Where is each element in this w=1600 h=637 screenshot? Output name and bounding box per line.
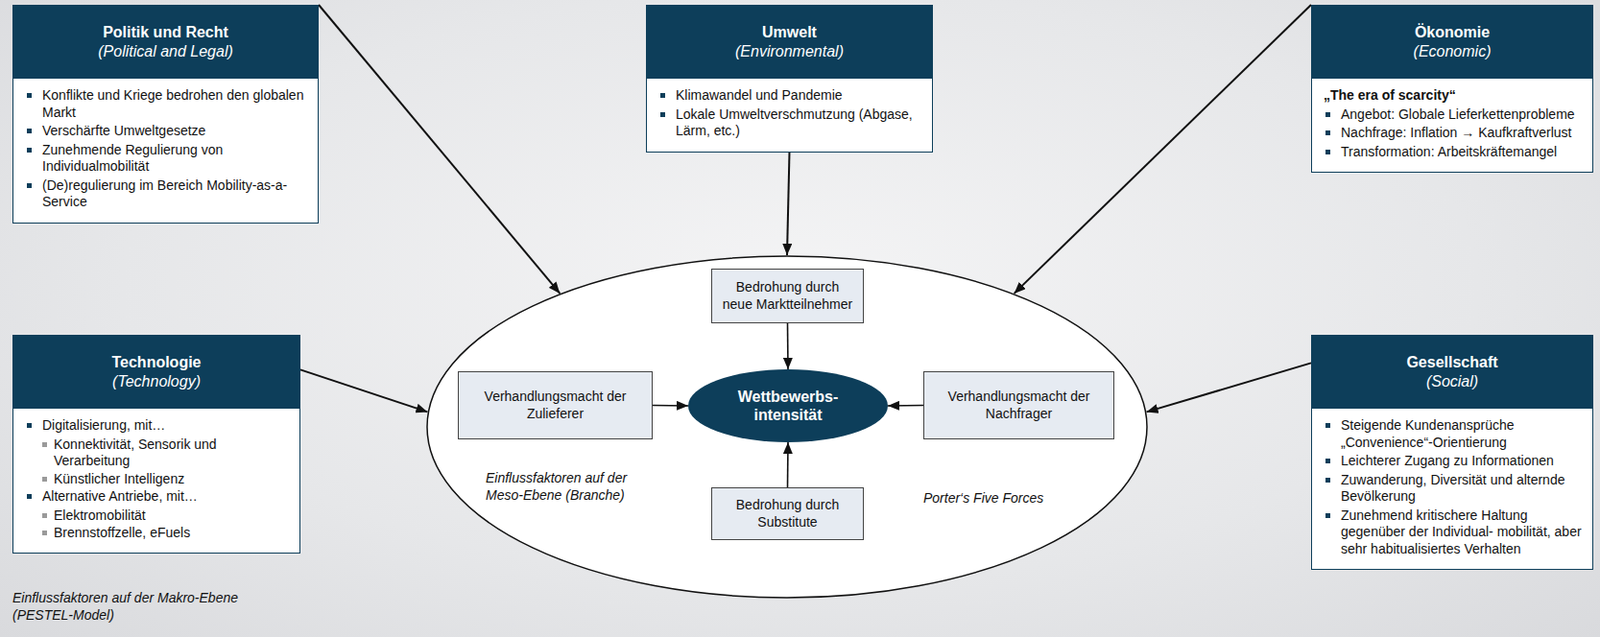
box-header: Technologie(Technology) xyxy=(13,335,300,409)
center-outline xyxy=(688,369,888,443)
center-shape xyxy=(688,369,888,443)
level-label: Einflussfaktoren auf der Makro-Ebene (PE… xyxy=(12,589,291,624)
box-body: Klimawandel und PandemieLokale Umweltver… xyxy=(646,78,932,152)
force-box: Verhandlungsmacht der Zulieferer xyxy=(457,371,653,440)
bullet-item: Digitalisierung, mit… xyxy=(24,417,290,435)
bullet-item: Zunehmend kritischere Haltung gegenüber … xyxy=(1323,507,1583,559)
bullet-item: Zuwanderung, Diversität und alternde Bev… xyxy=(1323,472,1583,506)
bullet-item: Konflikte und Kriege bedrohen den global… xyxy=(24,87,309,121)
box-header: Umwelt(Environmental) xyxy=(646,5,932,79)
arrow-connector xyxy=(1146,362,1312,412)
level-label: Porter‘s Five Forces xyxy=(923,489,1097,507)
pestel-box: Technologie(Technology)Digitalisierung, … xyxy=(12,334,301,554)
box-title: Politik und Recht xyxy=(21,23,311,43)
box-body: Steigende Kundenansprüche „Convenience“-… xyxy=(1312,408,1593,570)
bullet-item: Transformation: Arbeitskräftemangel xyxy=(1323,143,1583,162)
bullet-item: (De)regulierung im Bereich Mobility-as-a… xyxy=(24,177,309,212)
arrow-connector xyxy=(787,442,789,488)
box-title: Technologie xyxy=(21,353,292,373)
pestel-box: Umwelt(Environmental)Klimawandel und Pan… xyxy=(645,4,933,153)
bullet-item: Verschärfte Umweltgesetze xyxy=(24,122,309,141)
label-holder: Einflussfaktoren auf der Meso-Ebene (Bra… xyxy=(485,469,664,504)
bullet-item: Angebot: Globale Lieferkettenprobleme xyxy=(1323,106,1583,124)
sub-bullet: Konnektivität, Sensorik und Verarbeitung xyxy=(24,436,290,471)
box-title: Umwelt xyxy=(654,23,925,43)
sub-bullet: Künstlicher Intelligenz xyxy=(24,471,290,489)
box-header: Ökonomie(Economic) xyxy=(1312,5,1593,79)
arrow-connector xyxy=(1014,4,1312,294)
arrow-connector xyxy=(887,405,924,407)
level-label: Einflussfaktoren auf der Meso-Ebene (Bra… xyxy=(485,469,664,504)
arrow-connector xyxy=(787,323,789,370)
force-label: Verhandlungsmacht der Zulieferer xyxy=(466,388,645,423)
bullet-item: Leichterer Zugang zu Informationen xyxy=(1323,453,1583,471)
center-ellipse: Wettbewerbs- intensität xyxy=(688,369,888,443)
bullet-item: Steigende Kundenansprüche „Convenience“-… xyxy=(1323,417,1583,452)
sub-bullet: Elektromobilität xyxy=(24,507,290,526)
force-box: Verhandlungsmacht der Nachfrager xyxy=(923,371,1115,440)
box-title: Gesellschaft xyxy=(1319,353,1585,373)
bullet-item: Alternative Antriebe, mit… xyxy=(24,488,290,506)
box-body: Konflikte und Kriege bedrohen den global… xyxy=(13,78,318,223)
box-subtitle: (Environmental) xyxy=(654,42,925,62)
box-body: Digitalisierung, mit…Konnektivität, Sens… xyxy=(13,408,300,553)
bullet-item: Klimawandel und Pandemie xyxy=(658,87,923,105)
force-box: Bedrohung durch Substitute xyxy=(711,487,864,541)
box-body: „The era of scarcity“Angebot: Globale Li… xyxy=(1312,78,1593,172)
box-subtitle: (Political and Legal) xyxy=(21,42,311,62)
label-holder: Porter‘s Five Forces xyxy=(923,489,1097,507)
bullet-item: Zunehmende Regulierung von Individualmob… xyxy=(24,142,309,176)
ellipse-shape xyxy=(427,256,1147,598)
box-header: Gesellschaft(Social) xyxy=(1312,335,1593,409)
pestel-box: Politik und Recht(Political and Legal) Ko… xyxy=(12,4,319,224)
arrow-connector xyxy=(300,369,428,412)
label-holder: Einflussfaktoren auf der Makro-Ebene (PE… xyxy=(12,589,291,624)
box-title: Ökonomie xyxy=(1319,23,1585,43)
box-subtitle: (Social) xyxy=(1319,372,1585,392)
force-label: Bedrohung durch Substitute xyxy=(719,497,856,531)
section-heading: „The era of scarcity“ xyxy=(1323,87,1583,105)
bullet-item: Lokale Umweltverschmutzung (Abgase, Lärm… xyxy=(658,106,923,141)
pestel-box: Ökonomie(Economic)„The era of scarcity“A… xyxy=(1311,4,1594,173)
arrow-connector xyxy=(318,4,560,294)
force-label: Verhandlungsmacht der Nachfrager xyxy=(931,388,1106,423)
arrow-connector xyxy=(652,405,689,407)
box-subtitle: (Economic) xyxy=(1319,42,1585,62)
force-box: Bedrohung durch neue Marktteilnehmer xyxy=(711,268,864,324)
box-subtitle: (Technology) xyxy=(21,372,292,392)
pestel-box: Gesellschaft(Social) Steigende Kundenansp… xyxy=(1311,334,1594,571)
industry-ellipse: Bedrohung durch neue MarktteilnehmerVerh… xyxy=(426,255,1148,599)
box-header: Politik und Recht(Political and Legal) xyxy=(13,5,318,79)
arrow-connector xyxy=(787,152,790,257)
sub-bullet: Brennstoffzelle, eFuels xyxy=(24,525,290,543)
bullet-item: Nachfrage: Inflation → Kaufkraftverlust xyxy=(1323,124,1583,143)
center-label: Wettbewerbs- intensität xyxy=(725,387,851,425)
force-label: Bedrohung durch neue Marktteilnehmer xyxy=(719,279,856,313)
